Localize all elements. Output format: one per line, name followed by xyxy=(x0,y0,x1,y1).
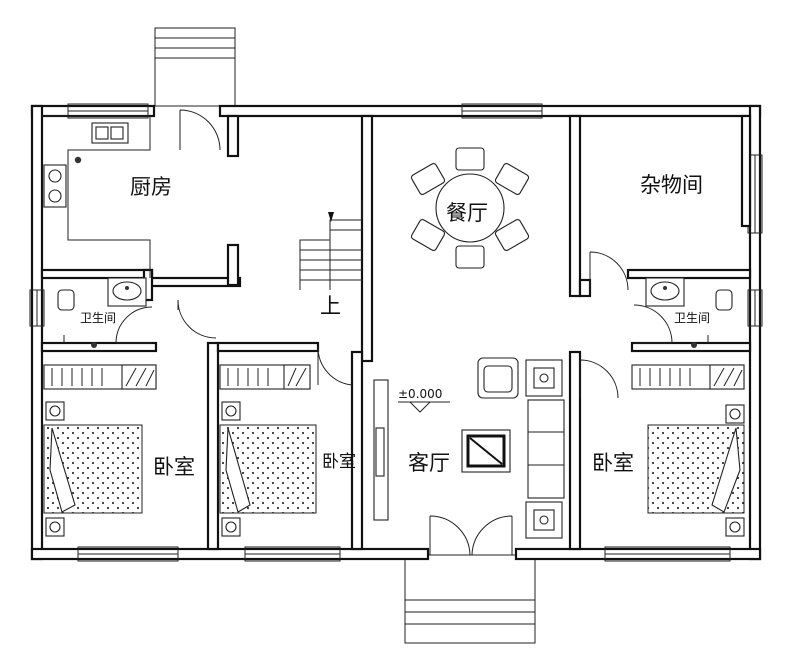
bath-right-fixtures xyxy=(645,277,733,348)
elevation-label: ±0.000 xyxy=(398,387,442,401)
room-label-bedroom-right: 卧室 xyxy=(592,451,634,475)
stair-label: 上 xyxy=(320,294,341,318)
room-label-bedroom-middle: 卧室 xyxy=(322,452,356,472)
bed-icon-right xyxy=(647,404,745,537)
room-label-bath-left: 卫生间 xyxy=(80,311,116,325)
room-label-bath-right: 卫生间 xyxy=(674,311,710,325)
room-label-dining: 餐厅 xyxy=(446,201,488,225)
interior-walls xyxy=(40,114,752,551)
elevation-marker: ±0.000 xyxy=(398,387,450,413)
room-label-bedroom-left: 卧室 xyxy=(153,455,195,479)
sofa-icon xyxy=(527,399,565,499)
toilet-icon xyxy=(57,289,75,311)
living-furniture xyxy=(373,357,565,539)
room-label-kitchen: 厨房 xyxy=(130,175,172,199)
entry-steps-top xyxy=(154,27,236,107)
entry-steps-bottom xyxy=(404,554,536,644)
wardrobes xyxy=(43,364,745,390)
stair-icon xyxy=(299,200,363,290)
dining-table-icon xyxy=(410,147,530,269)
room-label-storage: 杂物间 xyxy=(640,173,703,197)
bed-icon-left xyxy=(43,401,143,537)
toilet-icon xyxy=(715,289,733,311)
windows xyxy=(29,103,763,562)
kitchen-fixtures xyxy=(42,115,151,278)
bath-left-fixtures xyxy=(57,277,147,348)
room-label-living: 客厅 xyxy=(408,451,450,475)
doors xyxy=(115,109,673,556)
bed-icon-middle xyxy=(219,401,317,537)
